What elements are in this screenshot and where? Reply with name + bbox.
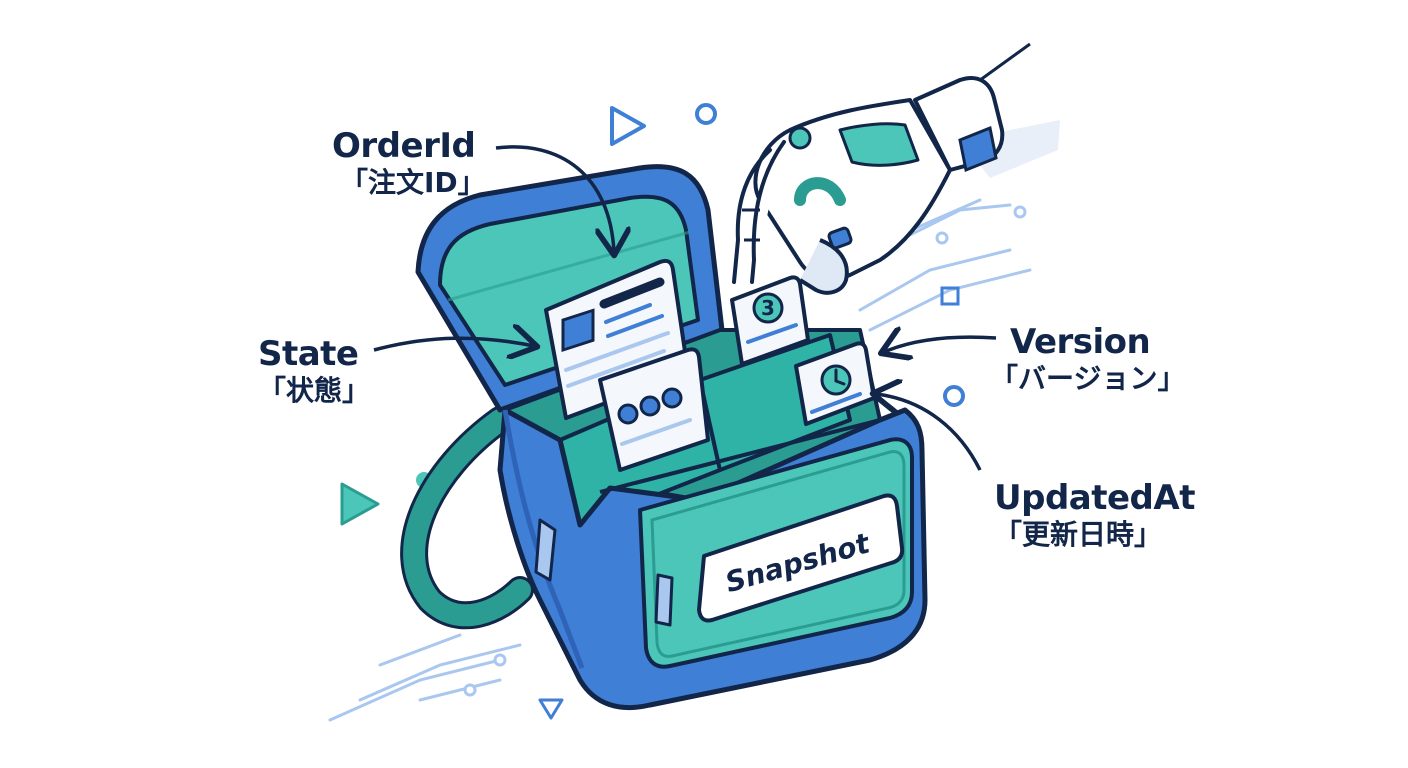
label-state-jp: 「状態」	[258, 374, 371, 407]
zipper-pull	[534, 518, 557, 582]
label-version: Version 「バージョン」	[990, 322, 1185, 396]
label-version-en: Version	[1010, 322, 1151, 362]
circuit-lines-left	[328, 633, 522, 722]
play-triangle-icon	[340, 482, 380, 526]
version-number: 3	[761, 296, 775, 320]
arrow-state	[373, 338, 534, 350]
small-circle-deco	[695, 103, 717, 125]
zipper-pull	[654, 573, 674, 627]
label-state-en: State	[258, 334, 359, 374]
arrow-order-id	[495, 145, 614, 252]
label-updated-at-en: UpdatedAt	[994, 478, 1195, 518]
small-square-deco	[940, 286, 960, 306]
label-updated-at: UpdatedAt 「更新日時」	[994, 478, 1195, 552]
arrow-updated-at	[876, 394, 982, 471]
card-order	[598, 347, 710, 472]
label-version-jp: 「バージョン」	[990, 362, 1186, 395]
card-version: 3	[730, 275, 810, 366]
arrow-version	[884, 337, 997, 352]
label-order-id-jp: 「注文ID」	[340, 166, 486, 199]
label-state: State 「状態」	[258, 334, 370, 408]
number-badge-icon	[752, 292, 784, 324]
play-triangle-icon	[538, 698, 564, 720]
label-updated-at-jp: 「更新日時」	[994, 518, 1163, 551]
label-order-id: OrderId 「注文ID」	[332, 126, 486, 200]
robot-hand-icon	[732, 42, 1060, 295]
label-order-id-en: OrderId	[332, 126, 476, 166]
play-triangle-icon	[610, 106, 646, 146]
small-circle-deco	[943, 385, 965, 407]
